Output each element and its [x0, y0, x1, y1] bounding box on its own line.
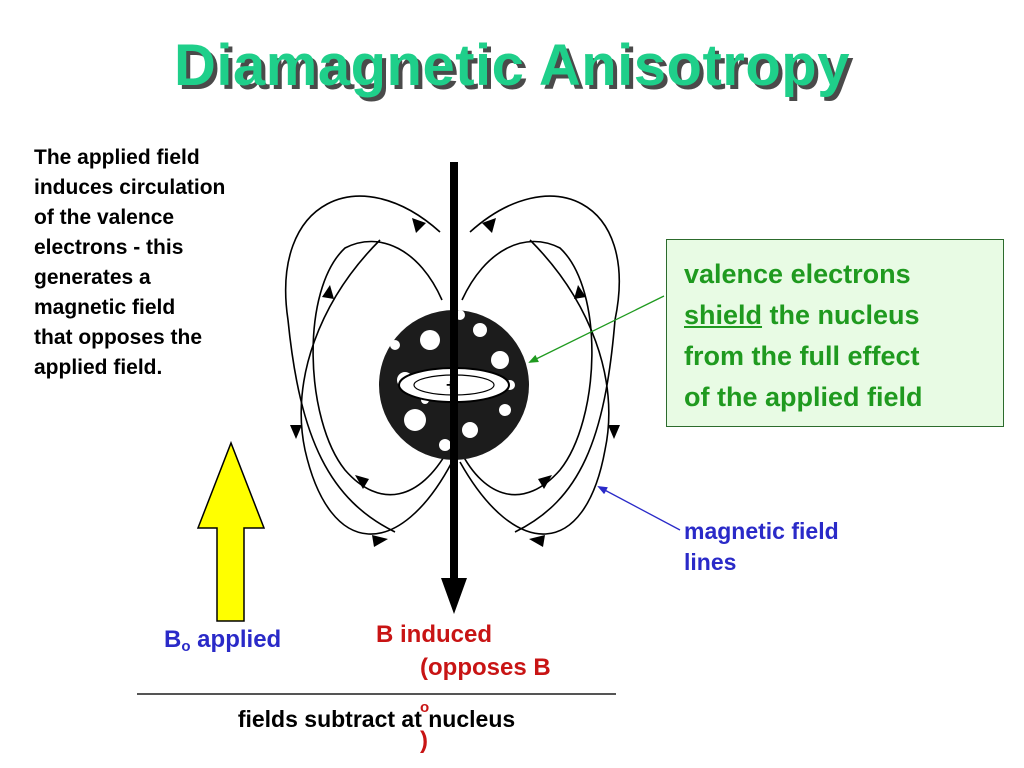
field-arrow: [322, 285, 334, 299]
field-arrow: [538, 475, 552, 489]
callout-line: from the full effect: [684, 341, 920, 371]
opposes-prefix: (opposes B: [420, 654, 551, 681]
shield-callout-box: valence electrons shield the nucleus fro…: [666, 239, 1004, 427]
divider-line: [137, 693, 616, 695]
field-lines-pointer-arrow: [597, 486, 681, 531]
b-induced-line: (opposes B o): [376, 651, 551, 757]
opposes-suffix: ): [420, 727, 428, 754]
b0-text: applied: [190, 626, 282, 653]
b-induced-arrow: [441, 162, 467, 614]
callout-line: shield the nucleus: [684, 295, 1003, 336]
callout-pointer-arrow: [528, 295, 665, 363]
field-arrow: [372, 535, 388, 547]
field-line-lower-right: [459, 239, 610, 535]
description-line: applied field.: [34, 356, 163, 379]
b0-applied-arrow: [196, 440, 266, 622]
nucleus-plus-icon: +: [446, 377, 455, 394]
b-induced-label: B induced (opposes B o): [376, 618, 551, 757]
description-line: magnetic field: [34, 296, 176, 319]
b-induced-line: B induced: [376, 621, 493, 648]
field-arrow: [412, 218, 426, 233]
b0-applied-label: Bo applied: [164, 626, 281, 655]
callout-line-rest: the nucleus: [762, 300, 920, 330]
field-line-arrows: [290, 218, 620, 547]
footer-caption: fields subtract at nucleus: [237, 706, 516, 732]
field-arrow: [482, 218, 496, 233]
field-line-outer-left: [284, 195, 441, 533]
description-line: The applied field: [34, 146, 200, 169]
b0-subscript: o: [181, 638, 191, 655]
slide-title: Diamagnetic Anisotropy: [174, 33, 850, 98]
field-lines: [284, 195, 621, 535]
field-arrow: [608, 425, 620, 439]
field-arrow: [290, 425, 302, 439]
description-line: that opposes the: [34, 326, 203, 349]
field-lines-label-line: magnetic field: [684, 518, 839, 544]
field-line-inner-right: [459, 240, 593, 496]
callout-line: of the applied field: [684, 382, 923, 412]
field-line-inner-left: [312, 240, 449, 496]
field-arrow: [529, 535, 545, 547]
description-line: of the valence: [34, 206, 175, 229]
field-arrow: [355, 475, 369, 489]
field-lines-label-line: lines: [684, 549, 737, 575]
callout-shield-word: shield: [684, 300, 763, 330]
description-line: generates a: [34, 266, 151, 289]
description-line: electrons - this: [34, 236, 184, 259]
field-line-lower-left: [300, 239, 453, 535]
callout-line: valence electrons: [684, 259, 911, 289]
opposes-subscript: o: [420, 699, 430, 716]
b0-symbol: B: [164, 626, 182, 653]
description-text: The applied field induces circulation of…: [34, 143, 284, 383]
description-line: induces circulation: [34, 176, 226, 199]
field-lines-label: magnetic field lines: [684, 516, 839, 578]
field-arrow: [574, 285, 586, 299]
